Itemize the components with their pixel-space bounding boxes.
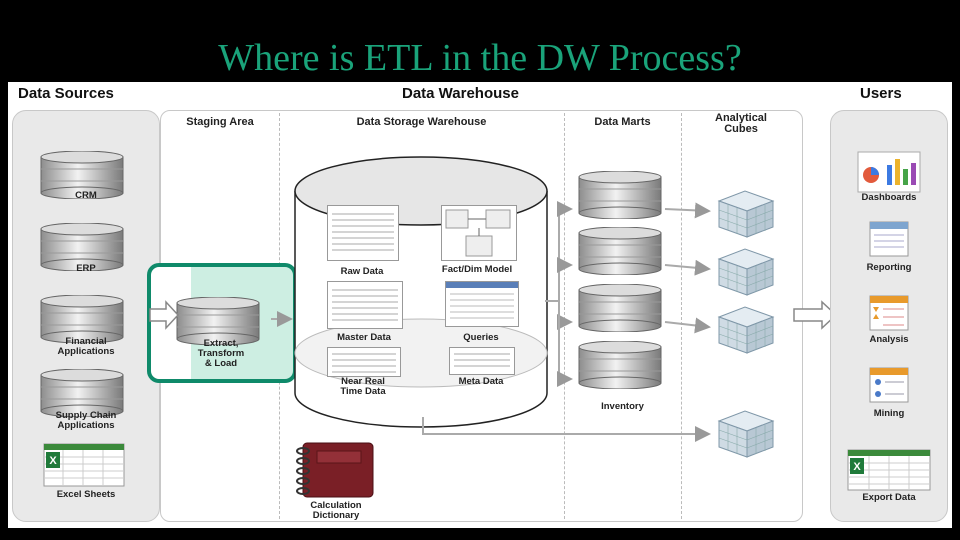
fact-dim-model-thumbnail — [441, 205, 517, 261]
user-label-reporting: Reporting — [866, 262, 912, 273]
subheader-marts: Data Marts — [594, 116, 651, 128]
user-label-dashboards: Dashboards — [861, 192, 917, 203]
flow-arrows — [271, 201, 711, 442]
user-label-analysis: Analysis — [869, 334, 909, 345]
analytical-cube-icon — [715, 245, 777, 299]
reporting-icon — [869, 221, 909, 257]
subheader-cubes: Analytical Cubes — [715, 112, 767, 135]
user-label-mining: Mining — [873, 408, 905, 419]
header-users: Users — [860, 85, 902, 102]
subheader-staging: Staging Area — [186, 116, 254, 128]
raw-data-thumbnail — [327, 205, 399, 261]
source-label-supply-chain: Supply Chain Applications — [55, 410, 117, 431]
dw-process-diagram: Data Sources Data Warehouse Users CRM ER… — [8, 82, 952, 528]
users-panel: Dashboards Reporting Analysis Mining X E… — [830, 110, 948, 522]
header-data-warehouse: Data Warehouse — [402, 85, 519, 102]
sources-to-staging-arrow — [149, 300, 180, 330]
storage-label-master-data: Master Data — [337, 332, 391, 343]
header-data-sources: Data Sources — [18, 85, 114, 102]
export-excel-icon: X — [847, 449, 931, 491]
storage-label-fact-dim: Fact/Dim Model — [441, 264, 513, 275]
dictionary-label: Calculation Dictionary — [310, 500, 362, 521]
mining-icon — [869, 367, 909, 403]
excel-sheet-icon: X — [43, 443, 125, 487]
marts-divider — [681, 113, 682, 519]
storage-label-near-real-time: Near Real Time Data — [340, 376, 386, 397]
finance-mart-icon — [577, 171, 663, 219]
analytical-cube-icon — [715, 407, 777, 461]
analysis-icon — [869, 295, 909, 331]
svg-text:X: X — [853, 461, 861, 473]
meta-data-thumbnail — [449, 347, 515, 375]
subheader-storage: Data Storage Warehouse — [356, 116, 487, 128]
storage-label-raw-data: Raw Data — [340, 266, 384, 277]
supply-chain-database-icon — [39, 369, 125, 417]
etl-database-icon — [175, 297, 261, 345]
storage-label-meta-data: Meta Data — [458, 376, 504, 387]
source-label-erp: ERP — [76, 263, 96, 274]
queries-thumbnail — [445, 281, 519, 327]
inventory-mart-icon — [577, 341, 663, 389]
user-label-export-data: Export Data — [862, 492, 916, 503]
calculation-dictionary-book-icon — [289, 441, 381, 501]
erp-database-icon — [39, 223, 125, 271]
purchasing-mart-icon — [577, 227, 663, 275]
slide-title: Where is ETL in the DW Process? — [218, 37, 742, 79]
warehouse-to-users-arrow — [793, 300, 838, 330]
crm-database-icon — [39, 151, 125, 199]
financial-database-icon — [39, 295, 125, 343]
analytical-cube-icon — [715, 303, 777, 357]
mart-label-inventory: Inventory — [601, 401, 644, 412]
storage-label-queries: Queries — [463, 332, 499, 343]
etl-label: Extract, Transform & Load — [197, 338, 245, 369]
source-label-financial: Financial Applications — [57, 336, 115, 357]
analytical-cube-icon — [715, 187, 777, 241]
sales-mart-icon — [577, 284, 663, 332]
dashboards-icon — [857, 151, 921, 193]
data-sources-panel: CRM ERP Financial Applications Supply Ch… — [12, 110, 160, 522]
master-data-thumbnail — [327, 281, 403, 329]
data-warehouse-panel: Staging Area Data Storage Warehouse Data… — [147, 110, 803, 522]
near-real-time-thumbnail — [327, 347, 401, 377]
source-label-crm: CRM — [75, 190, 97, 201]
svg-text:X: X — [49, 455, 57, 467]
source-label-excel: Excel Sheets — [56, 489, 116, 500]
